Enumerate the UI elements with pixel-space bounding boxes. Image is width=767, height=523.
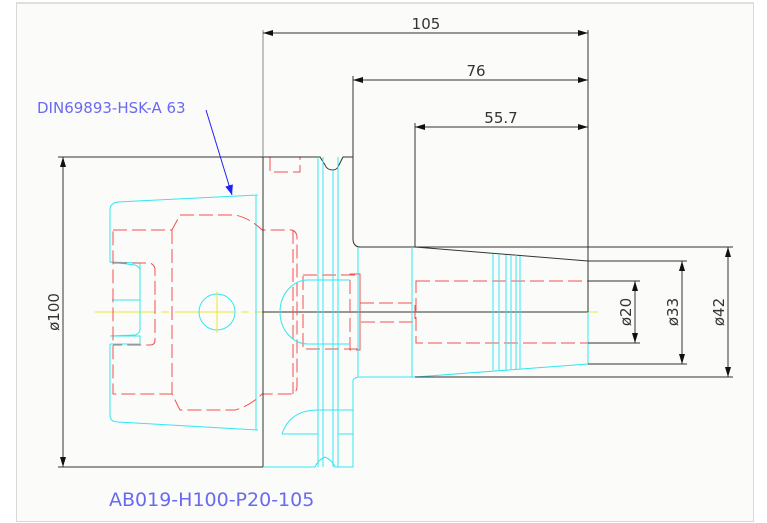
part-number: AB019-H100-P20-105 xyxy=(109,489,314,511)
hidden-lines xyxy=(112,157,589,411)
cone-grooves xyxy=(492,254,521,370)
hsk-taper xyxy=(109,194,259,431)
holder-body xyxy=(262,156,589,468)
dim-dia-33: ø33 xyxy=(664,298,682,326)
drawing-sheet xyxy=(16,2,754,522)
dim-105: 105 xyxy=(412,15,441,33)
leader-arrow xyxy=(205,109,233,196)
dim-dia-100: ø100 xyxy=(45,293,63,331)
dim-76: 76 xyxy=(466,62,485,80)
dimension-lines xyxy=(58,30,733,468)
dim-dia-20: ø20 xyxy=(617,298,635,326)
dim-dia-42: ø42 xyxy=(710,298,728,326)
dim-55-7: 55.7 xyxy=(484,109,517,127)
interface-label: DIN69893-HSK-A 63 xyxy=(37,99,186,117)
